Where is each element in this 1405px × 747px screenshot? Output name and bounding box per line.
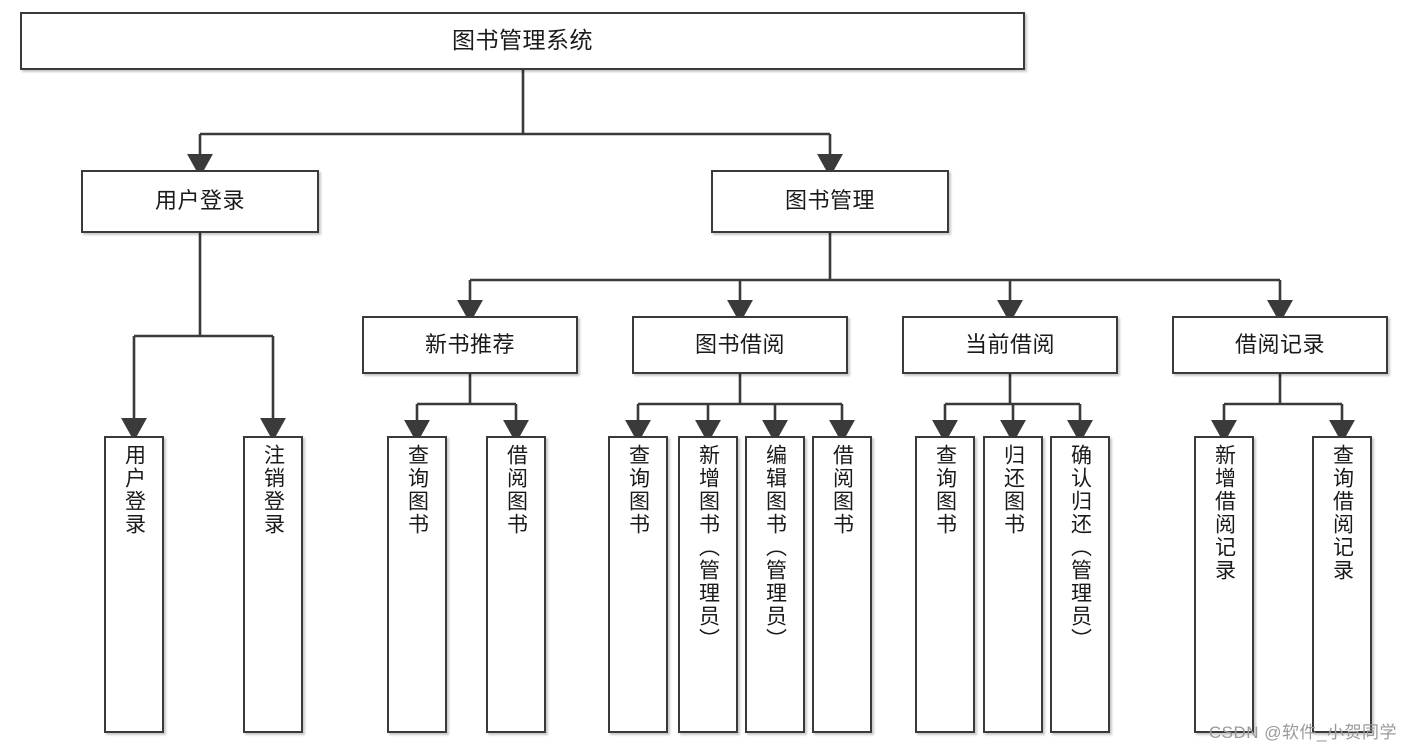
- node-level3-2-label: 当前借阅: [964, 331, 1055, 357]
- node-leaf-5-label: 新增图书（管理员）: [696, 444, 720, 651]
- node-leaf-10-label: 确认归还（管理员）: [1068, 444, 1092, 651]
- node-leaf-1[interactable]: 注销登录: [243, 436, 303, 733]
- node-leaf-7[interactable]: 借阅图书: [812, 436, 872, 733]
- node-level2-0-label: 用户登录: [154, 188, 245, 214]
- node-leaf-0-label: 用户登录: [122, 444, 146, 536]
- node-leaf-8[interactable]: 查询图书: [915, 436, 975, 733]
- node-level2-0[interactable]: 用户登录: [81, 170, 319, 233]
- node-level3-2[interactable]: 当前借阅: [902, 316, 1118, 374]
- node-leaf-2[interactable]: 查询图书: [387, 436, 447, 733]
- node-leaf-5[interactable]: 新增图书（管理员）: [678, 436, 738, 733]
- node-leaf-12[interactable]: 查询借阅记录: [1312, 436, 1372, 733]
- node-root[interactable]: 图书管理系统: [20, 12, 1025, 70]
- node-leaf-4-label: 查询图书: [626, 444, 650, 536]
- node-level3-0[interactable]: 新书推荐: [362, 316, 578, 374]
- node-leaf-10[interactable]: 确认归还（管理员）: [1050, 436, 1110, 733]
- node-leaf-12-label: 查询借阅记录: [1330, 444, 1354, 582]
- node-leaf-0[interactable]: 用户登录: [104, 436, 164, 733]
- node-level3-1-label: 图书借阅: [694, 331, 785, 357]
- node-leaf-3[interactable]: 借阅图书: [486, 436, 546, 733]
- node-level3-3[interactable]: 借阅记录: [1172, 316, 1388, 374]
- node-leaf-6-label: 编辑图书（管理员）: [763, 444, 787, 651]
- node-level2-1[interactable]: 图书管理: [711, 170, 949, 233]
- node-leaf-4[interactable]: 查询图书: [608, 436, 668, 733]
- node-leaf-11[interactable]: 新增借阅记录: [1194, 436, 1254, 733]
- node-leaf-9-label: 归还图书: [1001, 444, 1025, 536]
- node-leaf-6[interactable]: 编辑图书（管理员）: [745, 436, 805, 733]
- node-leaf-1-label: 注销登录: [261, 444, 285, 536]
- node-leaf-9[interactable]: 归还图书: [983, 436, 1043, 733]
- node-level3-0-label: 新书推荐: [424, 331, 515, 357]
- node-leaf-8-label: 查询图书: [933, 444, 957, 536]
- node-root-label: 图书管理系统: [452, 27, 593, 54]
- node-leaf-11-label: 新增借阅记录: [1212, 444, 1236, 582]
- csdn-watermark: CSDN @软件_小贺同学: [1208, 723, 1397, 742]
- node-leaf-2-label: 查询图书: [405, 444, 429, 536]
- node-leaf-3-label: 借阅图书: [504, 444, 528, 536]
- node-level3-1[interactable]: 图书借阅: [632, 316, 848, 374]
- node-leaf-7-label: 借阅图书: [830, 444, 854, 536]
- node-level3-3-label: 借阅记录: [1234, 331, 1325, 357]
- node-level2-1-label: 图书管理: [784, 188, 875, 214]
